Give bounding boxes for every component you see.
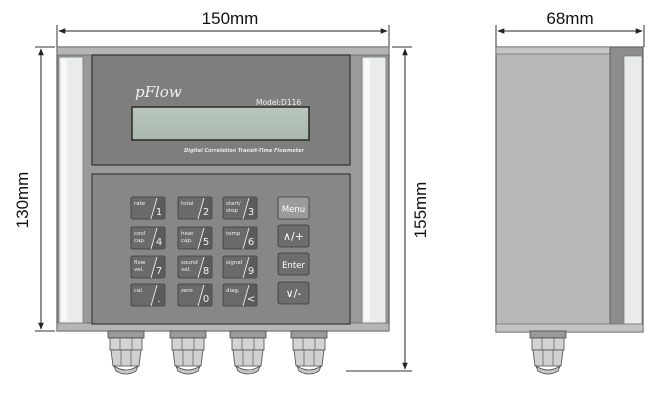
key-label: heat xyxy=(181,231,194,237)
key-number: 7 xyxy=(156,266,162,277)
key-number: 5 xyxy=(203,237,209,248)
up-plus-button[interactable]: ∧/+ xyxy=(277,224,310,248)
device-subtitle: Digital Correlation Transit-Time Flowmet… xyxy=(184,148,304,154)
brand-logo: pFlow xyxy=(135,83,182,101)
up-plus-button-label: ∧/+ xyxy=(283,230,304,243)
key-number: 4 xyxy=(156,237,162,248)
cable-gland-1 xyxy=(107,330,145,375)
key-label: cal. xyxy=(134,288,144,294)
key-number: 0 xyxy=(203,294,209,305)
lcd-screen xyxy=(131,106,310,141)
key-number: 1 xyxy=(156,207,162,218)
front-width-dimension: 150mm xyxy=(56,9,390,47)
key-label: total xyxy=(181,201,194,207)
key-zero[interactable]: zero 0 xyxy=(177,283,213,307)
key-number: 3 xyxy=(248,207,254,218)
side-rail xyxy=(623,55,643,325)
model-label: Model:D116 xyxy=(256,98,301,107)
key-label: temp xyxy=(226,231,241,237)
menu-button-label: Menu xyxy=(282,205,305,215)
key-number: < xyxy=(247,294,255,305)
key-total[interactable]: total 2 xyxy=(177,196,213,220)
key-label-line2: vel. xyxy=(134,267,144,273)
key-label: flow xyxy=(134,260,146,266)
key-label: signal xyxy=(226,260,243,266)
key-number: 6 xyxy=(248,237,254,248)
key-rate[interactable]: rate 1 xyxy=(130,196,166,220)
enter-button[interactable]: Enter xyxy=(277,252,310,276)
side-width-label: 68mm xyxy=(546,9,593,28)
cable-gland-2 xyxy=(169,330,207,375)
key-cal[interactable]: cal.. xyxy=(130,283,166,307)
cable-gland-3 xyxy=(229,330,267,375)
key-number: . xyxy=(157,294,160,305)
total-height-dimension: 155mm xyxy=(346,46,430,372)
cable-glands xyxy=(107,330,328,375)
key-label-line2: stop xyxy=(226,208,238,214)
down-minus-button-label: ∨/- xyxy=(286,287,302,300)
front-view: pFlow Model:D116 Digital Correlation Tra… xyxy=(56,46,390,332)
key-signal[interactable]: signal 9 xyxy=(222,255,258,279)
key-number: 8 xyxy=(203,266,209,277)
housing-top-bevel xyxy=(56,46,390,56)
key-label: sound xyxy=(181,260,198,266)
key-label: rate xyxy=(134,201,146,207)
key-temp[interactable]: temp 6 xyxy=(222,226,258,250)
enter-button-label: Enter xyxy=(282,261,305,271)
key-label: start/ xyxy=(226,201,241,207)
key-label: zero xyxy=(181,288,193,294)
front-width-label: 150mm xyxy=(202,9,259,28)
menu-button[interactable]: Menu xyxy=(277,196,310,220)
side-view xyxy=(495,46,644,333)
side-width-dimension: 68mm xyxy=(495,9,645,47)
key-label-line2: vel. xyxy=(181,267,191,273)
side-cable-gland xyxy=(529,330,567,375)
key-label: cool xyxy=(134,231,146,237)
front-height-dimension: 130mm xyxy=(13,46,55,332)
cable-gland-4 xyxy=(290,330,328,375)
key-label-line2: cap. xyxy=(134,238,146,244)
total-height-label: 155mm xyxy=(411,182,430,239)
key-start[interactable]: start/stop 3 xyxy=(222,196,258,220)
down-minus-button[interactable]: ∨/- xyxy=(277,281,310,305)
key-label: diag. xyxy=(226,288,240,294)
key-label-line2: cap. xyxy=(181,238,193,244)
front-height-label: 130mm xyxy=(13,172,32,229)
cable-gland-side xyxy=(529,330,567,375)
key-number: 9 xyxy=(248,266,254,277)
key-number: 2 xyxy=(203,207,209,218)
key-diag[interactable]: diag. < xyxy=(222,283,258,307)
